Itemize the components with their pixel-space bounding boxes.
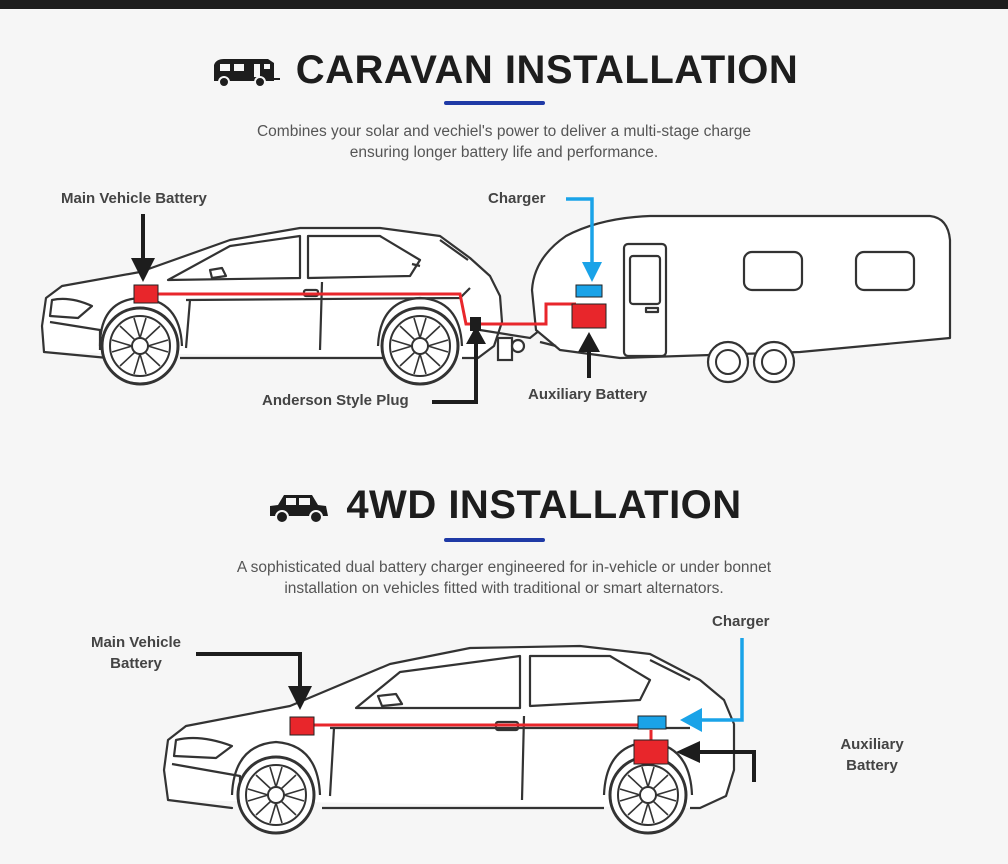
- label-4wd-auxiliary-battery: Auxiliary Battery: [830, 734, 914, 776]
- fourwd-title-text: 4WD INSTALLATION: [346, 483, 742, 527]
- fourwd-car-drawing: [162, 644, 736, 810]
- tow-hitch: [479, 328, 541, 362]
- label-main-vehicle-battery: Main Vehicle Battery: [61, 190, 207, 207]
- caravan-wiring: [158, 292, 576, 326]
- label-4wd-main-line2: Battery: [110, 655, 162, 672]
- fourwd-title-underline: [444, 538, 545, 542]
- caravan-title-text: CARAVAN INSTALLATION: [295, 48, 799, 92]
- label-4wd-main-battery: Main Vehicle Battery: [84, 632, 188, 674]
- fourwd-section-title: 4WD INSTALLATION: [0, 483, 1008, 528]
- fourwd-description: A sophisticated dual battery charger eng…: [0, 557, 1008, 599]
- label-anderson-plug: Anderson Style Plug: [262, 392, 409, 409]
- label-4wd-main-line1: Main Vehicle: [90, 634, 182, 651]
- caravan-description: Combines your solar and vechiel's power …: [0, 121, 1008, 163]
- fourwd-charger: [637, 715, 667, 730]
- fourwd-front-wheel: [236, 755, 316, 835]
- caravan-car-front-wheel: [100, 306, 180, 386]
- fourwd-main-battery: [289, 716, 315, 736]
- caravan-van-icon: [213, 58, 280, 88]
- 4wd-vehicle-icon: [270, 494, 329, 524]
- caravan-main-battery: [133, 284, 159, 304]
- caravan-car-rear-wheel: [380, 306, 460, 386]
- caravan-title-underline: [444, 101, 545, 105]
- label-4wd-aux-line2: Battery: [846, 757, 898, 774]
- fourwd-description-line1: A sophisticated dual battery charger eng…: [236, 559, 772, 576]
- caravan-description-line2: ensuring longer battery life and perform…: [349, 144, 659, 161]
- fourwd-description-line2: installation on vehicles fitted with tra…: [284, 580, 724, 597]
- caravan-arrows: [131, 197, 602, 404]
- fourwd-auxiliary-battery: [633, 739, 669, 765]
- label-4wd-aux-line1: Auxiliary: [840, 736, 904, 753]
- label-charger: Charger: [488, 190, 546, 207]
- caravan-auxiliary-battery: [571, 303, 607, 329]
- label-auxiliary-battery: Auxiliary Battery: [528, 386, 648, 403]
- caravan-description-line1: Combines your solar and vechiel's power …: [256, 123, 752, 140]
- anderson-plug: [470, 317, 481, 331]
- caravan-charger: [575, 284, 603, 298]
- fourwd-rear-wheel: [608, 755, 688, 835]
- label-4wd-charger: Charger: [712, 613, 770, 630]
- top-bar: [0, 0, 1008, 9]
- caravan-section-title: CARAVAN INSTALLATION: [0, 48, 1008, 93]
- fourwd-arrows: [196, 638, 756, 782]
- caravan-trailer-drawing: [530, 214, 952, 360]
